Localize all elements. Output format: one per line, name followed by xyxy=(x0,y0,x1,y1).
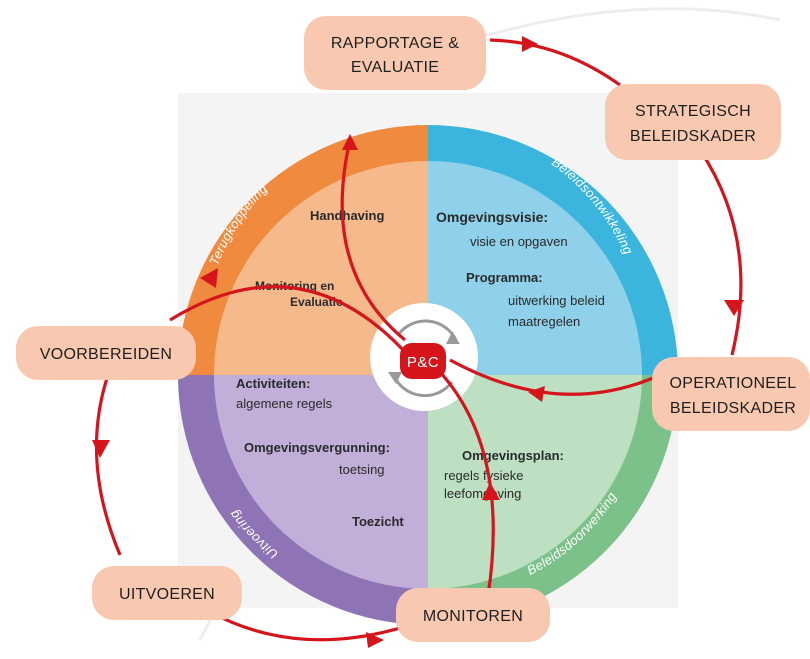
label-omgevingsplan: Omgevingsplan: xyxy=(462,448,564,463)
arrow-strategisch-to-operationeel xyxy=(698,149,743,356)
step-monitoren-label: MONITOREN xyxy=(423,608,523,625)
label-toezicht: Toezicht xyxy=(352,514,404,529)
arrowhead-operationeel-to-center xyxy=(528,386,545,402)
step-rapportage-evaluatie: RAPPORTAGE & EVALUATIE xyxy=(304,16,486,90)
arrowhead-rapportage-to-strategisch xyxy=(522,36,538,52)
step-uitvoeren: UITVOEREN xyxy=(92,566,242,620)
arrow-monitoren-to-center xyxy=(438,370,495,597)
arrowhead-center-to-rapportage xyxy=(342,134,358,150)
arrow-uitvoeren-to-monitoren xyxy=(209,610,411,642)
label-monitoring-line1: Monitoring en xyxy=(255,279,334,293)
pc-badge-label: P&C xyxy=(407,354,439,371)
arrow-center-to-voorbereiden xyxy=(169,285,407,354)
label-omgevingsvergunning: Omgevingsvergunning: xyxy=(244,440,390,455)
label-activiteiten-text: algemene regels xyxy=(236,396,333,411)
pc-badge: P&C xyxy=(400,343,446,379)
arrow-operationeel-to-center xyxy=(449,358,661,396)
label-programma-line1: uitwerking beleid xyxy=(508,293,605,308)
inner-quadrant-top-left xyxy=(214,161,428,375)
step-strategisch-beleidskader: STRATEGISCH BELEIDSKADER xyxy=(605,84,781,160)
step-rapportage-line2: EVALUATIE xyxy=(351,59,439,76)
arrow-voorbereiden-to-uitvoeren xyxy=(94,374,122,556)
cycle-arrows xyxy=(92,36,744,648)
arrow-rapportage-to-strategisch xyxy=(489,38,621,87)
arrowhead-center-to-voorbereiden xyxy=(200,268,218,288)
label-activiteiten: Activiteiten: xyxy=(236,376,310,391)
arrowhead-uitvoeren-to-monitoren xyxy=(366,632,384,648)
label-monitoring-line2: Evaluatie xyxy=(290,295,343,309)
label-plan-line1: regels fysieke xyxy=(444,468,523,483)
inner-quadrant-top-right xyxy=(428,161,642,375)
arrowhead-monitoren-to-center xyxy=(482,482,500,500)
label-programma: Programma: xyxy=(466,270,543,285)
step-voorbereiden-label: VOORBEREIDEN xyxy=(40,346,173,363)
label-vergunning-text: toetsing xyxy=(339,462,385,477)
inner-quadrant-bottom-left xyxy=(214,375,428,589)
step-voorbereiden: VOORBEREIDEN xyxy=(16,326,196,380)
step-strategisch-line1: STRATEGISCH xyxy=(635,103,751,120)
step-operationeel-beleidskader: OPERATIONEEL BELEIDSKADER xyxy=(652,357,810,431)
cycle-arrows-icon xyxy=(396,319,458,341)
label-handhaving: Handhaving xyxy=(310,208,384,223)
step-monitoren: MONITOREN xyxy=(396,588,550,642)
step-uitvoeren-label: UITVOEREN xyxy=(119,586,215,603)
step-rapportage-line1: RAPPORTAGE & xyxy=(331,35,459,52)
label-visie-text: visie en opgaven xyxy=(470,234,568,249)
label-omgevingsvisie: Omgevingsvisie: xyxy=(436,209,548,225)
label-plan-line2: leefomgeving xyxy=(444,486,521,501)
step-operationeel-line2: BELEIDSKADER xyxy=(670,400,796,417)
step-operationeel-line1: OPERATIONEEL xyxy=(670,375,797,392)
arrowhead-voorbereiden-to-uitvoeren xyxy=(92,440,110,458)
step-strategisch-line2: BELEIDSKADER xyxy=(630,128,756,145)
label-programma-line2: maatregelen xyxy=(508,314,580,329)
arrow-center-to-rapportage xyxy=(340,139,407,342)
arrowhead-strategisch-to-operationeel xyxy=(724,300,744,316)
inner-wheel xyxy=(214,161,642,589)
inner-quadrant-bottom-right xyxy=(428,375,642,589)
